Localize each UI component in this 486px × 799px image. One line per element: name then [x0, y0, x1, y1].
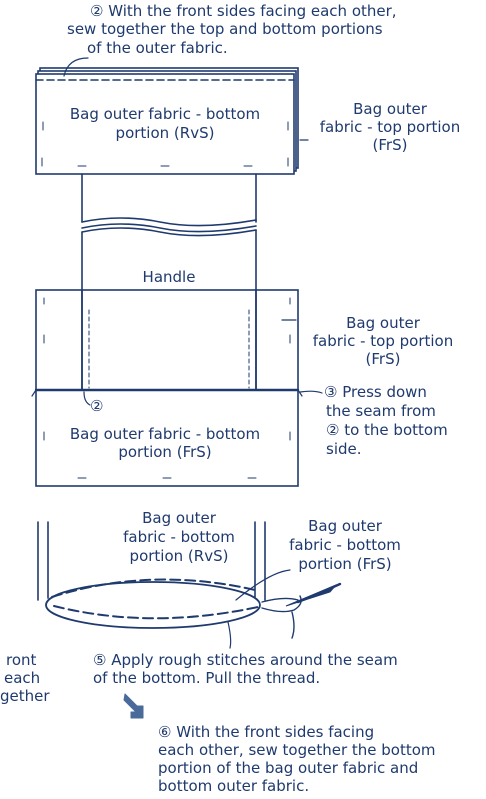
label-line-2: fabric - bottom [289, 536, 401, 554]
label-line-1: Bag outer [142, 509, 216, 527]
label-line-2: fabric - top portion [319, 118, 461, 136]
label-line-2: portion (RvS) [115, 124, 215, 142]
step2-line-2: sew together the top and bottom portions [67, 20, 383, 38]
step5-line-2: of the bottom. Pull the thread. [93, 669, 321, 687]
handle-label: Handle [142, 268, 196, 286]
step6-line-1: ⑥ With the front sides facing [158, 723, 375, 741]
diagram1-bottom-portion-fabric [35, 73, 295, 175]
step3-leader-line [299, 390, 323, 394]
label-line-2: portion (FrS) [118, 443, 212, 461]
label-line-1: Bag outer [346, 314, 420, 332]
step4-line-3: gether [0, 687, 50, 705]
needle-icon [261, 582, 342, 639]
step2-marker-leader [83, 391, 91, 406]
label-line-2: fabric - bottom [123, 528, 235, 546]
step3-line-1: ③ Press down [324, 383, 427, 401]
step2-leader-line [63, 57, 89, 77]
step6-line-2: each other, sew together the bottom [158, 741, 436, 759]
handle-fill-patch [83, 291, 255, 389]
label-line-3: portion (FrS) [298, 555, 392, 573]
step5-line-1: ⑤ Apply rough stitches around the seam [93, 651, 398, 669]
label-line-3: (FrS) [365, 350, 401, 368]
diagram2-bottom-portion-fabric [31, 388, 303, 487]
step2-line-1: ② With the front sides facing each other… [90, 2, 397, 20]
step3-line-2: the seam from [326, 402, 436, 420]
step4-line-2: each [4, 669, 41, 687]
label-line-1: Bag outer [353, 100, 427, 118]
handle-strip-upper [81, 173, 257, 233]
step4-line-1: ront [6, 651, 37, 669]
step3-line-3: ② to the bottom [326, 421, 448, 439]
step6-line-4: bottom outer fabric. [158, 777, 310, 795]
step2-marker: ② [90, 397, 104, 415]
step3-line-4: side. [326, 440, 362, 458]
label-line-1: Bag outer fabric - bottom [69, 425, 261, 443]
label-line-1: Bag outer [308, 517, 382, 535]
step6-line-3: portion of the bag outer fabric and [158, 759, 419, 777]
label-line-3: (FrS) [372, 136, 408, 154]
label-line-1: Bag outer fabric - bottom [69, 105, 261, 123]
label-line-2: fabric - top portion [312, 332, 454, 350]
diagram3-frs-leader [235, 569, 291, 601]
diagonal-down-right-arrow-icon [123, 693, 144, 719]
step2-line-3: of the outer fabric. [87, 39, 228, 57]
step5-leader-line [227, 621, 232, 649]
label-line-3: portion (RvS) [129, 547, 229, 565]
